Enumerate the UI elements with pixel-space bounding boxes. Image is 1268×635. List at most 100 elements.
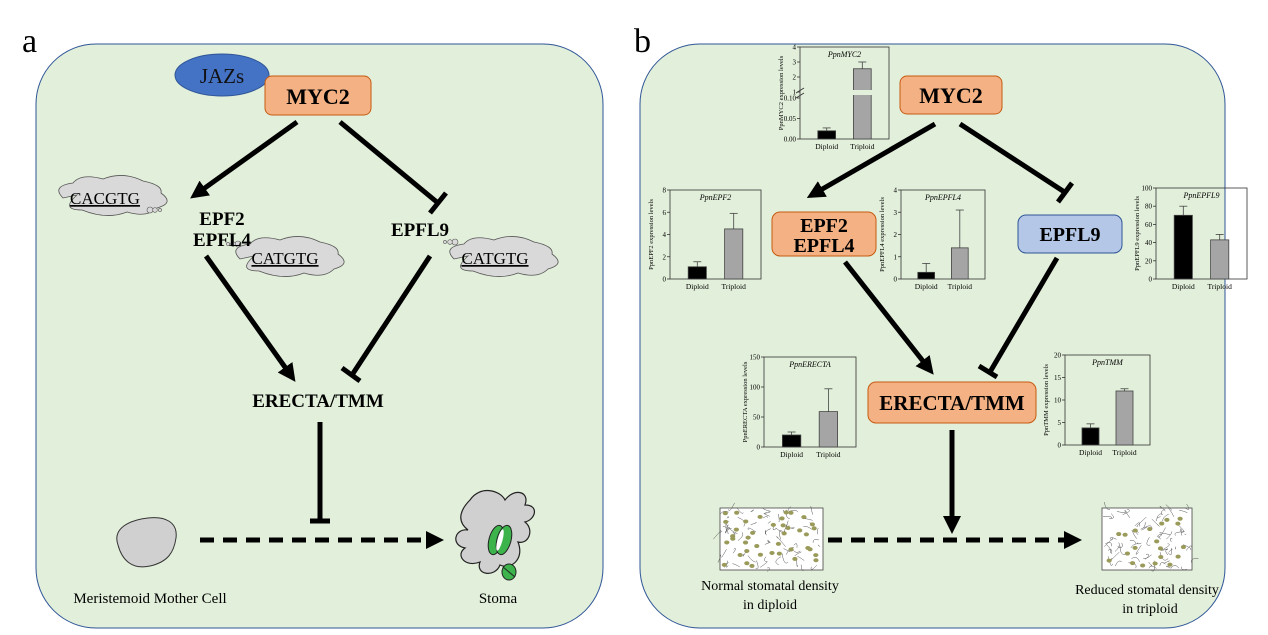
triploid-density-label-2: in triploid bbox=[1122, 602, 1178, 617]
y-tick-label: 0 bbox=[1058, 442, 1062, 450]
cloud-bubble bbox=[158, 208, 161, 211]
y-tick-label: 0.05 bbox=[784, 115, 797, 123]
y-tick-label: 0 bbox=[663, 276, 667, 284]
y-tick-label: 2 bbox=[894, 231, 898, 239]
panel-b: b MYC2 EPF2 EPFL4 EPFL9 ERECTA/TMM Norma… bbox=[634, 23, 1247, 628]
stoma-dot bbox=[738, 553, 743, 557]
stoma-dot bbox=[723, 520, 728, 524]
stoma-dot bbox=[744, 561, 749, 565]
stoma-dot bbox=[788, 547, 793, 551]
chart-title: PpnTMM bbox=[1091, 358, 1124, 367]
erecta-tmm-label: ERECTA/TMM bbox=[252, 391, 384, 412]
y-tick-label: 100 bbox=[750, 384, 761, 392]
stoma-dot bbox=[744, 549, 749, 553]
x-tick-label: Diploid bbox=[780, 450, 803, 459]
stoma-dot bbox=[1175, 555, 1180, 559]
panel-b-letter: b bbox=[634, 23, 651, 60]
y-tick-label: 2 bbox=[793, 74, 797, 82]
erecta-tmm-label: ERECTA/TMM bbox=[879, 391, 1025, 415]
stoma-dot bbox=[758, 553, 763, 557]
myc2-label: MYC2 bbox=[286, 84, 350, 109]
bar-triploid bbox=[725, 229, 743, 279]
stoma-dot bbox=[749, 564, 754, 568]
bar-triploid bbox=[951, 248, 968, 279]
stoma-dot bbox=[813, 558, 818, 562]
cloud-bubble bbox=[147, 207, 153, 213]
y-axis-label: PpnTMM expression levels bbox=[1043, 364, 1050, 436]
bar-diploid bbox=[782, 435, 800, 447]
y-tick-label: 50 bbox=[753, 414, 761, 422]
epf2-label: EPF2 bbox=[199, 209, 244, 230]
x-tick-label: Diploid bbox=[686, 282, 709, 291]
y-tick-label: 8 bbox=[663, 187, 667, 195]
x-tick-label: Triploid bbox=[722, 282, 747, 291]
bar-diploid bbox=[918, 272, 935, 279]
stoma-dot bbox=[801, 515, 806, 519]
y-axis-label: PpnEPFL9 expression levels bbox=[1134, 196, 1141, 271]
motif-catgtg-1: CATGTG bbox=[251, 249, 318, 268]
myc2-label: MYC2 bbox=[919, 83, 983, 108]
motif-cacgtg: CACGTG bbox=[70, 189, 140, 208]
y-tick-label: 5 bbox=[1058, 419, 1062, 427]
epfl9-label: EPFL9 bbox=[391, 220, 449, 241]
y-tick-label: 3 bbox=[793, 59, 797, 67]
x-tick-label: Triploid bbox=[1208, 282, 1233, 291]
stoma-dot bbox=[724, 540, 729, 544]
x-tick-label: Diploid bbox=[1172, 282, 1195, 291]
stoma-dot bbox=[777, 552, 782, 556]
chart-title: PpnMYC2 bbox=[827, 50, 861, 59]
bar-diploid bbox=[1082, 428, 1099, 445]
chart-title: PpnERECTA bbox=[788, 360, 831, 369]
stoma-dot bbox=[750, 531, 755, 535]
stoma-dot bbox=[723, 511, 728, 515]
bar-diploid bbox=[1174, 215, 1192, 279]
stoma-dot bbox=[776, 542, 781, 546]
panel-a-letter: a bbox=[22, 23, 37, 60]
y-tick-label: 4 bbox=[793, 44, 797, 52]
stoma-dot bbox=[1177, 517, 1182, 521]
y-tick-label: 15 bbox=[1054, 374, 1062, 382]
stoma-dot bbox=[1175, 522, 1180, 526]
stoma-dot bbox=[745, 536, 750, 540]
stoma-dot bbox=[779, 516, 784, 520]
y-tick-label: 0 bbox=[894, 276, 898, 284]
diploid-density-label-2: in diploid bbox=[743, 598, 797, 613]
stoma-dot bbox=[1164, 518, 1169, 522]
y-tick-label: 0 bbox=[1149, 276, 1153, 284]
epfl4-label: EPFL4 bbox=[793, 235, 854, 257]
diploid-stomata-image bbox=[713, 503, 823, 572]
stoma-dot bbox=[743, 541, 748, 545]
stoma-dot bbox=[1107, 559, 1112, 563]
stoma-dot bbox=[769, 551, 774, 555]
stoma-dot bbox=[722, 563, 727, 567]
stoma-dot bbox=[785, 526, 790, 530]
stoma-dot bbox=[788, 511, 793, 515]
stoma-dot bbox=[1158, 555, 1163, 559]
cloud-bubble bbox=[153, 208, 158, 213]
stoma-dot bbox=[1116, 532, 1121, 536]
y-tick-label: 4 bbox=[663, 231, 667, 239]
stoma-dot bbox=[1158, 546, 1163, 550]
bar-triploid bbox=[1211, 240, 1229, 279]
chart-title: PpnEPFL9 bbox=[1183, 191, 1220, 200]
bar-triploid bbox=[1116, 391, 1133, 445]
y-tick-label: 3 bbox=[894, 209, 898, 217]
x-tick-label: Diploid bbox=[815, 142, 838, 151]
stoma-dot bbox=[743, 519, 748, 523]
x-tick-label: Diploid bbox=[915, 282, 938, 291]
diploid-density-label: Normal stomatal density bbox=[701, 579, 839, 594]
stoma-dot bbox=[1159, 522, 1164, 526]
stoma-label: Stoma bbox=[479, 591, 518, 607]
stoma-dot bbox=[758, 515, 763, 519]
stoma-dot bbox=[1167, 563, 1172, 567]
x-tick-label: Triploid bbox=[850, 142, 875, 151]
y-tick-label: 20 bbox=[1145, 257, 1153, 265]
y-tick-label: 150 bbox=[750, 354, 761, 362]
stoma-dot bbox=[1154, 539, 1159, 543]
triploid-stomata-image bbox=[1102, 502, 1198, 571]
stoma-dot bbox=[734, 511, 739, 515]
y-tick-label: 20 bbox=[1054, 352, 1062, 360]
stoma-dot bbox=[810, 522, 815, 526]
bar-diploid bbox=[818, 131, 836, 139]
